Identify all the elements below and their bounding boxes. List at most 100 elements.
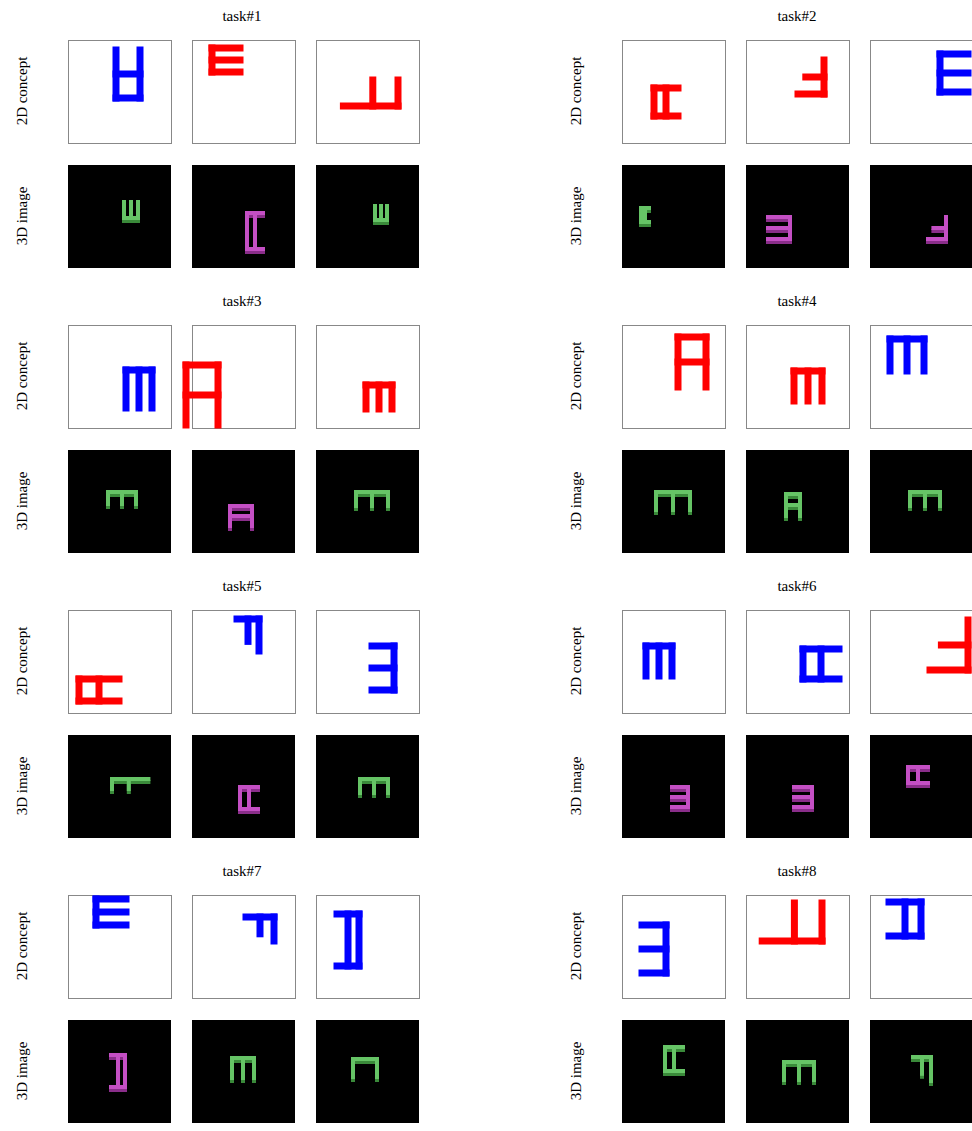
concept-panel xyxy=(623,41,726,144)
render-panel xyxy=(870,450,972,553)
glyph xyxy=(116,50,140,98)
panel-ground xyxy=(622,165,725,268)
panel-ground xyxy=(622,1020,725,1123)
render-panel xyxy=(192,450,295,553)
glyph xyxy=(111,1055,125,1087)
concept-panel xyxy=(193,611,296,714)
concept-panel xyxy=(747,611,850,714)
concept-panel xyxy=(747,41,850,144)
panel-frame xyxy=(747,896,850,999)
panel-frame xyxy=(747,326,850,429)
render-panel xyxy=(68,450,171,553)
row-label: 2D concept xyxy=(569,912,584,981)
panel-ground xyxy=(68,450,171,553)
glyph xyxy=(108,492,136,504)
concept-panel xyxy=(317,41,420,144)
glyph xyxy=(356,492,388,506)
concept-panel xyxy=(871,896,972,999)
render-panel xyxy=(870,165,972,268)
panel-frame xyxy=(623,41,726,144)
row-label: 3D image xyxy=(569,757,584,816)
row-label: 3D image xyxy=(15,757,30,816)
render-panel xyxy=(622,735,725,838)
glyph xyxy=(768,220,790,242)
render-panel xyxy=(316,735,419,838)
concept-panel xyxy=(871,41,972,144)
render-panel xyxy=(870,1020,972,1123)
panel-ground xyxy=(870,1020,972,1123)
panel-ground xyxy=(746,1020,849,1123)
glyph xyxy=(641,208,649,222)
glyph xyxy=(913,1057,931,1081)
glyph xyxy=(803,649,839,679)
glyph xyxy=(642,925,666,973)
glyph xyxy=(353,1062,377,1080)
concept-panel xyxy=(186,326,296,429)
concept-panel xyxy=(69,41,172,144)
row-label: 2D concept xyxy=(569,342,584,411)
render-panel xyxy=(192,165,295,268)
glyph xyxy=(794,371,822,401)
glyph xyxy=(79,679,119,701)
panel-frame xyxy=(69,326,172,429)
render-panel xyxy=(622,1020,725,1123)
glyph xyxy=(768,217,790,239)
glyph xyxy=(940,54,968,92)
glyph xyxy=(247,213,263,249)
glyph xyxy=(890,339,924,371)
glyph xyxy=(786,497,800,519)
panel-ground xyxy=(316,165,419,268)
panel-frame xyxy=(193,896,296,999)
render-panel xyxy=(622,450,725,553)
glyph xyxy=(784,1062,814,1080)
panel-frame xyxy=(193,326,296,429)
glyph xyxy=(786,494,800,516)
panel-ground xyxy=(192,165,295,268)
panel-frame xyxy=(871,896,972,999)
row-label: 2D concept xyxy=(15,912,30,981)
panel-frame xyxy=(69,896,172,999)
concept-panel xyxy=(871,611,972,714)
glyph xyxy=(230,506,252,526)
glyph xyxy=(910,492,940,506)
glyph xyxy=(343,80,398,106)
glyph xyxy=(237,619,259,651)
panel-frame xyxy=(871,611,972,714)
row-label: 3D image xyxy=(569,1042,584,1101)
row-label: 2D concept xyxy=(569,57,584,126)
row-label: 2D concept xyxy=(569,627,584,696)
panel-frame xyxy=(317,611,420,714)
concept-panel xyxy=(317,896,420,999)
panel-frame xyxy=(623,326,726,429)
panel-ground xyxy=(316,1020,419,1123)
glyph xyxy=(672,787,688,807)
row-label: 2D concept xyxy=(15,342,30,411)
panel-frame xyxy=(317,896,420,999)
row-label: 2D concept xyxy=(15,57,30,126)
glyph xyxy=(230,509,252,529)
task-title: task#7 xyxy=(222,864,261,879)
glyph xyxy=(928,217,946,239)
glyph xyxy=(124,202,138,218)
glyph xyxy=(678,337,706,387)
row-label: 3D image xyxy=(15,187,30,246)
row-label: 3D image xyxy=(569,187,584,246)
panel-frame xyxy=(623,896,726,999)
panel-ground xyxy=(622,450,725,553)
glyph xyxy=(889,902,921,936)
panel-ground xyxy=(622,735,725,838)
glyph xyxy=(665,1047,683,1071)
render-panel xyxy=(746,1020,849,1123)
glyph xyxy=(656,492,690,510)
render-panel xyxy=(192,735,295,838)
glyph xyxy=(353,1059,377,1077)
glyph xyxy=(366,385,392,409)
render-panel xyxy=(870,735,972,838)
task-title: task#1 xyxy=(222,9,261,24)
panel-ground xyxy=(870,165,972,268)
concept-panel xyxy=(747,326,850,429)
panel-ground xyxy=(68,735,171,838)
render-panel xyxy=(68,1020,171,1123)
panel-frame xyxy=(317,326,420,429)
